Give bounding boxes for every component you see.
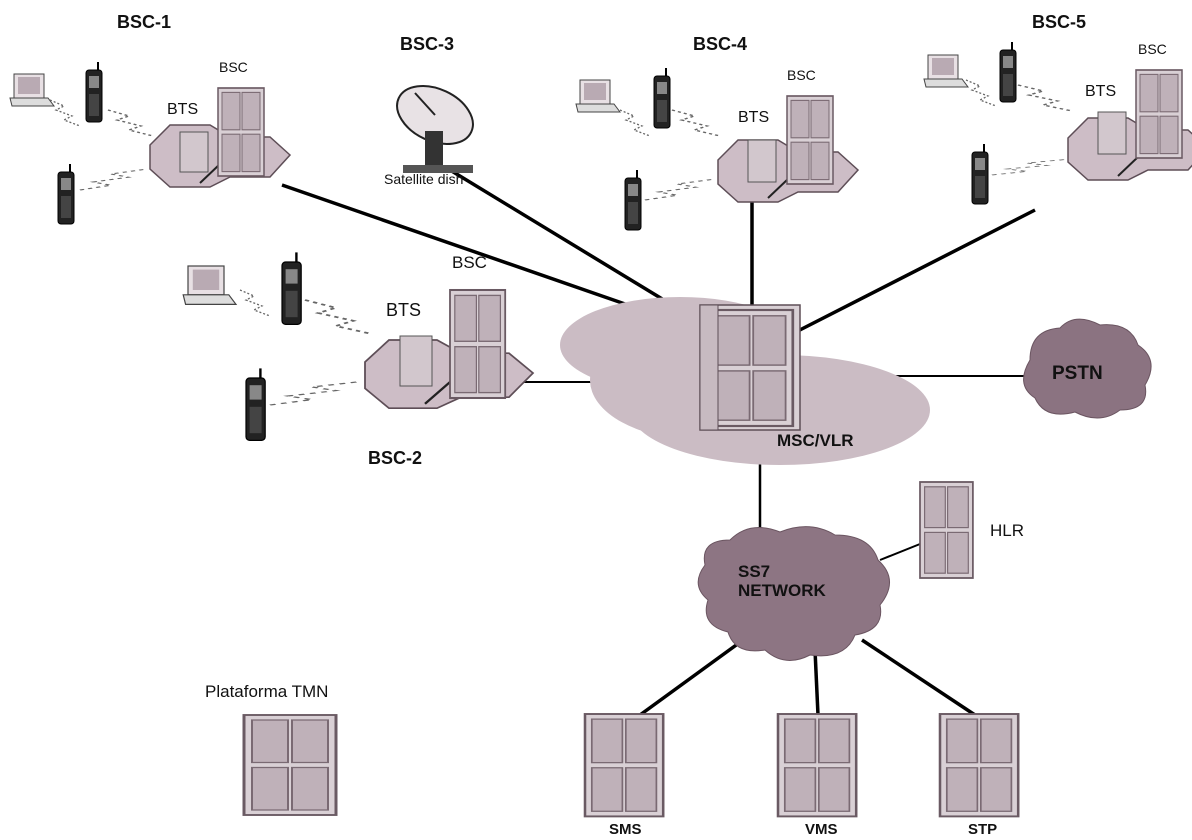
bsc2-title: BSC-2 bbox=[368, 448, 422, 468]
phone-icon bbox=[246, 368, 265, 440]
ss7-label-line1: SS7 bbox=[738, 562, 770, 581]
phone-icon bbox=[58, 164, 74, 224]
phone-icon bbox=[625, 170, 641, 230]
phone-icon bbox=[972, 144, 988, 204]
stp-rack bbox=[940, 714, 1018, 816]
vms-rack bbox=[778, 714, 856, 816]
bsc1-cluster: BSC-1 BSC BTS bbox=[10, 12, 290, 224]
bsc2-bsc-label: BSC bbox=[452, 253, 487, 272]
bsc5-title: BSC-5 bbox=[1032, 12, 1086, 32]
bsc2-cluster: BSC BTS BSC-2 bbox=[183, 252, 533, 468]
sms-rack bbox=[585, 714, 663, 816]
sms-label: SMS bbox=[609, 821, 642, 838]
bsc3-cluster: BSC-3 Satellite dish bbox=[384, 34, 482, 187]
phone-icon bbox=[1000, 42, 1016, 102]
msc-label: MSC/VLR bbox=[777, 431, 854, 450]
msc-vlr-switch bbox=[700, 305, 800, 430]
laptop-icon bbox=[10, 74, 54, 106]
laptop-icon bbox=[183, 266, 236, 304]
bsc4-cluster: BSC-4 BSC BTS bbox=[576, 34, 858, 230]
bsc5-bsc-label: BSC bbox=[1138, 41, 1167, 57]
hlr-label: HLR bbox=[990, 521, 1024, 540]
phone-icon bbox=[282, 252, 301, 324]
pstn-label: PSTN bbox=[1052, 363, 1103, 384]
laptop-icon bbox=[576, 80, 620, 112]
phone-icon bbox=[654, 68, 670, 128]
links bbox=[282, 170, 1035, 715]
satellite-dish-label: Satellite dish bbox=[384, 171, 463, 187]
bsc1-title: BSC-1 bbox=[117, 12, 171, 32]
bsc3-title: BSC-3 bbox=[400, 34, 454, 54]
vms-label: VMS bbox=[805, 821, 838, 838]
ss7-label-line2: NETWORK bbox=[738, 581, 827, 600]
hlr-rack bbox=[920, 482, 973, 578]
bsc5-cluster: BSC-5 BSC BTS bbox=[924, 12, 1192, 204]
bsc4-bsc-label: BSC bbox=[787, 67, 816, 83]
bsc4-title: BSC-4 bbox=[693, 34, 747, 54]
satellite-dish-icon bbox=[388, 75, 482, 173]
stp-label: STP bbox=[968, 821, 997, 838]
phone-icon bbox=[86, 62, 102, 122]
tmn-rack bbox=[244, 715, 336, 815]
bsc2-bts-label: BTS bbox=[386, 300, 421, 320]
tmn-label: Plataforma TMN bbox=[205, 682, 328, 701]
bsc1-bts-label: BTS bbox=[167, 101, 198, 118]
bsc5-bts-label: BTS bbox=[1085, 83, 1116, 100]
laptop-icon bbox=[924, 55, 968, 87]
bsc4-bts-label: BTS bbox=[738, 109, 769, 126]
bsc1-bsc-label: BSC bbox=[219, 59, 248, 75]
